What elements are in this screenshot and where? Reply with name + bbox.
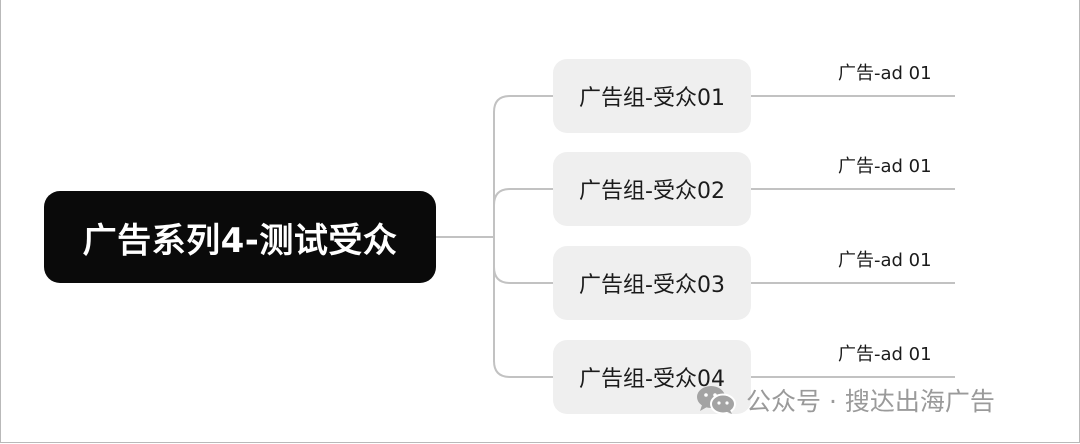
- ad-label-03: 广告-ad 01: [838, 250, 932, 271]
- root-node: 广告系列4-测试受众: [44, 191, 436, 283]
- ad-label-04: 广告-ad 01: [838, 344, 932, 365]
- watermark: 公众号 · 搜达出海广告: [696, 382, 995, 418]
- branch-group-01: [493, 95, 553, 113]
- group-node-03: 广告组-受众03: [553, 246, 751, 320]
- ad-label-02: 广告-ad 01: [838, 156, 932, 177]
- group-label-01: 广告组-受众01: [579, 86, 725, 111]
- branch-group-04: [493, 360, 553, 378]
- branch-group-02: [493, 188, 553, 206]
- wechat-icon: [697, 386, 736, 415]
- group-label-03: 广告组-受众03: [579, 273, 725, 298]
- group-label-02: 广告组-受众02: [579, 179, 725, 204]
- group-label-04: 广告组-受众04: [579, 367, 725, 392]
- branch-group-03: [493, 266, 553, 284]
- group-node-01: 广告组-受众01: [553, 59, 751, 133]
- root-label: 广告系列4-测试受众: [82, 220, 398, 261]
- group-node-02: 广告组-受众02: [553, 152, 751, 226]
- ad-label-01: 广告-ad 01: [838, 63, 932, 84]
- watermark-text: 公众号 · 搜达出海广告: [746, 387, 995, 416]
